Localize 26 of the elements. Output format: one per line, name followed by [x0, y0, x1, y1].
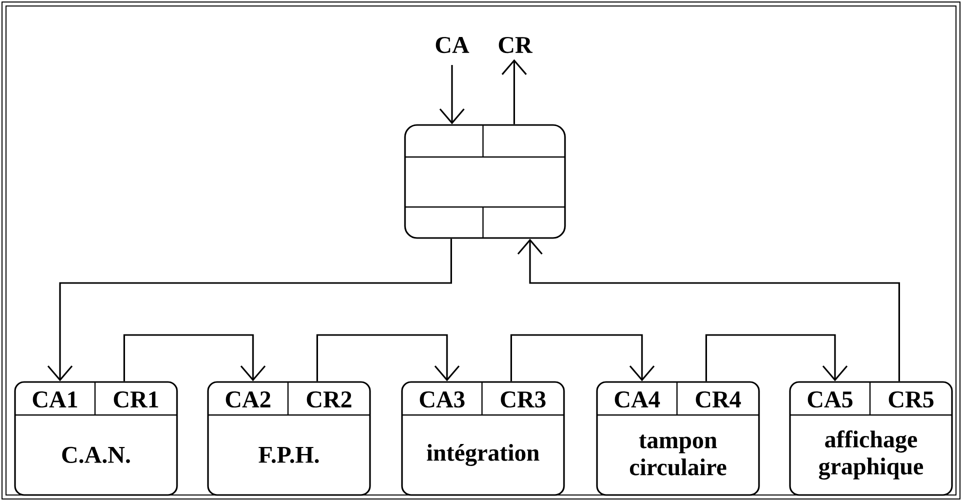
arrow	[316, 334, 460, 382]
port-label: CR4	[696, 391, 741, 408]
port-label: CA1	[32, 391, 78, 408]
port-label: CR2	[306, 391, 352, 408]
port-label: CA5	[808, 391, 852, 408]
port-label: CR3	[500, 391, 546, 408]
port-label: CA2	[226, 391, 270, 408]
arrow	[510, 334, 655, 382]
port-label: CR5	[888, 391, 934, 408]
module-label: F.P.H.	[258, 446, 319, 464]
arrow	[705, 334, 848, 382]
arrow	[502, 59, 527, 124]
arrow	[47, 238, 452, 382]
module-label: tampon circulaire	[630, 434, 726, 476]
port-label: CA4	[614, 391, 660, 408]
signal-label: CA	[434, 36, 470, 54]
arrow	[439, 65, 465, 124]
arrow	[123, 334, 266, 382]
module-label: intégration	[426, 444, 540, 466]
port-label: CR1	[114, 391, 158, 408]
signal-label: CR	[496, 36, 534, 54]
register-box	[404, 124, 566, 239]
module-label: C.A.N.	[62, 446, 130, 464]
arrow	[517, 238, 900, 382]
module-label: affichage graphique	[818, 430, 924, 480]
port-label: CA3	[420, 391, 464, 408]
